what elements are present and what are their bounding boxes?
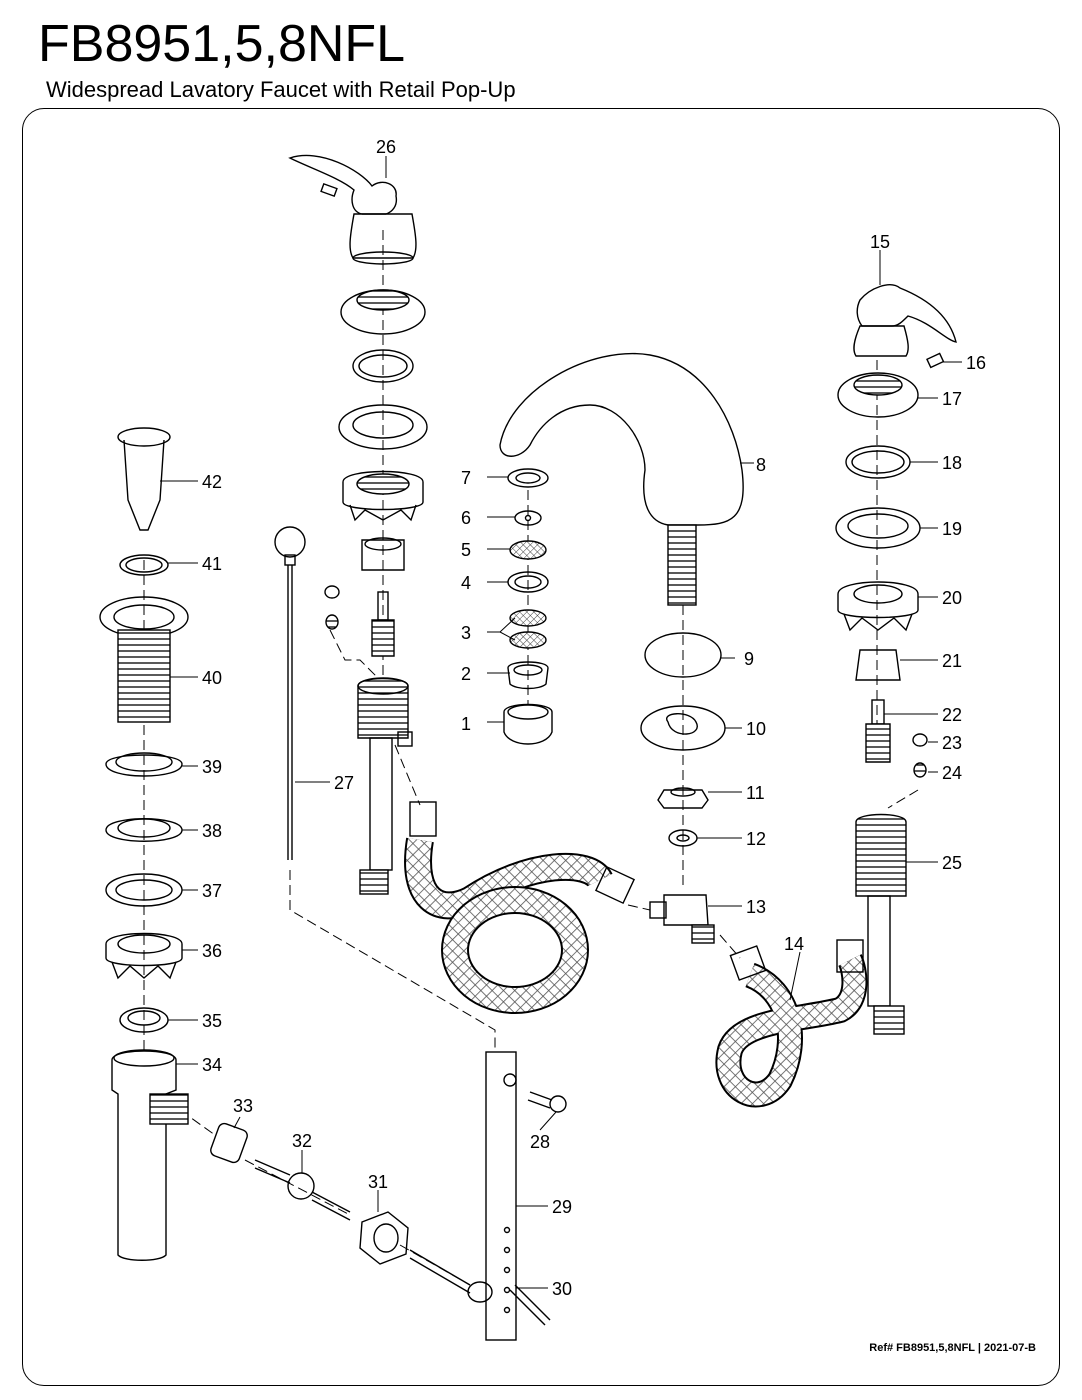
centerline-group (143, 230, 919, 1286)
callout-2: 2 (461, 664, 471, 684)
callout-25: 25 (942, 853, 962, 873)
callout-16: 16 (966, 353, 986, 373)
diagram-frame (22, 108, 1060, 1386)
callout-29: 29 (552, 1197, 572, 1217)
part-popup-linkage (210, 1051, 567, 1341)
callout-41: 41 (202, 554, 222, 574)
part-left-valve-body (357, 677, 413, 895)
callout-23: 23 (942, 733, 962, 753)
model-number: FB8951,5,8NFL (38, 15, 406, 73)
part-27-lift-rod (274, 526, 306, 860)
leader-lines (160, 156, 962, 1289)
callout-15: 15 (870, 232, 890, 252)
callout-28: 28 (530, 1132, 550, 1152)
callout-40: 40 (202, 668, 222, 688)
callout-39: 39 (202, 757, 222, 777)
callout-1: 1 (461, 714, 471, 734)
callout-11: 11 (746, 783, 765, 803)
callout-22: 22 (942, 705, 962, 725)
callout-labels: 1 2 3 4 5 6 7 8 9 10 11 12 13 14 15 16 1… (202, 137, 986, 1299)
callout-33: 33 (233, 1096, 253, 1116)
part-8-spout (499, 353, 744, 606)
part-15-handle (853, 284, 957, 369)
callout-19: 19 (942, 519, 962, 539)
callout-37: 37 (202, 881, 222, 901)
part-right-trim-stack (835, 372, 928, 1035)
reference-footer: Ref# FB8951,5,8NFL | 2021-07-B (869, 1342, 1036, 1354)
callout-3: 3 (461, 623, 471, 643)
callout-20: 20 (942, 588, 962, 608)
part-aerator-stack (503, 468, 553, 745)
callout-26: 26 (376, 137, 396, 157)
part-spout-mounting (640, 632, 726, 944)
callout-5: 5 (461, 540, 471, 560)
part-left-trim-stack (324, 289, 428, 657)
callout-17: 17 (942, 389, 962, 409)
callout-18: 18 (942, 453, 962, 473)
callout-42: 42 (202, 472, 222, 492)
callout-21: 21 (942, 651, 962, 671)
callout-7: 7 (461, 468, 471, 488)
callout-34: 34 (202, 1055, 222, 1075)
part-26-handle (288, 154, 417, 265)
callout-38: 38 (202, 821, 222, 841)
callout-36: 36 (202, 941, 222, 961)
callout-12: 12 (746, 829, 766, 849)
callout-30: 30 (552, 1279, 572, 1299)
callout-6: 6 (461, 508, 471, 528)
callout-14: 14 (784, 934, 804, 954)
callout-35: 35 (202, 1011, 222, 1031)
part-supply-hoses (404, 801, 868, 1108)
callout-9: 9 (744, 649, 754, 669)
part-drain-assembly (99, 427, 189, 1261)
callout-27: 27 (334, 773, 354, 793)
callout-4: 4 (461, 573, 471, 593)
callout-31: 31 (368, 1172, 388, 1192)
product-subtitle: Widespread Lavatory Faucet with Retail P… (46, 77, 516, 102)
callout-8: 8 (756, 455, 766, 475)
callout-24: 24 (942, 763, 962, 783)
callout-32: 32 (292, 1131, 312, 1151)
callout-10: 10 (746, 719, 766, 739)
callout-13: 13 (746, 897, 766, 917)
